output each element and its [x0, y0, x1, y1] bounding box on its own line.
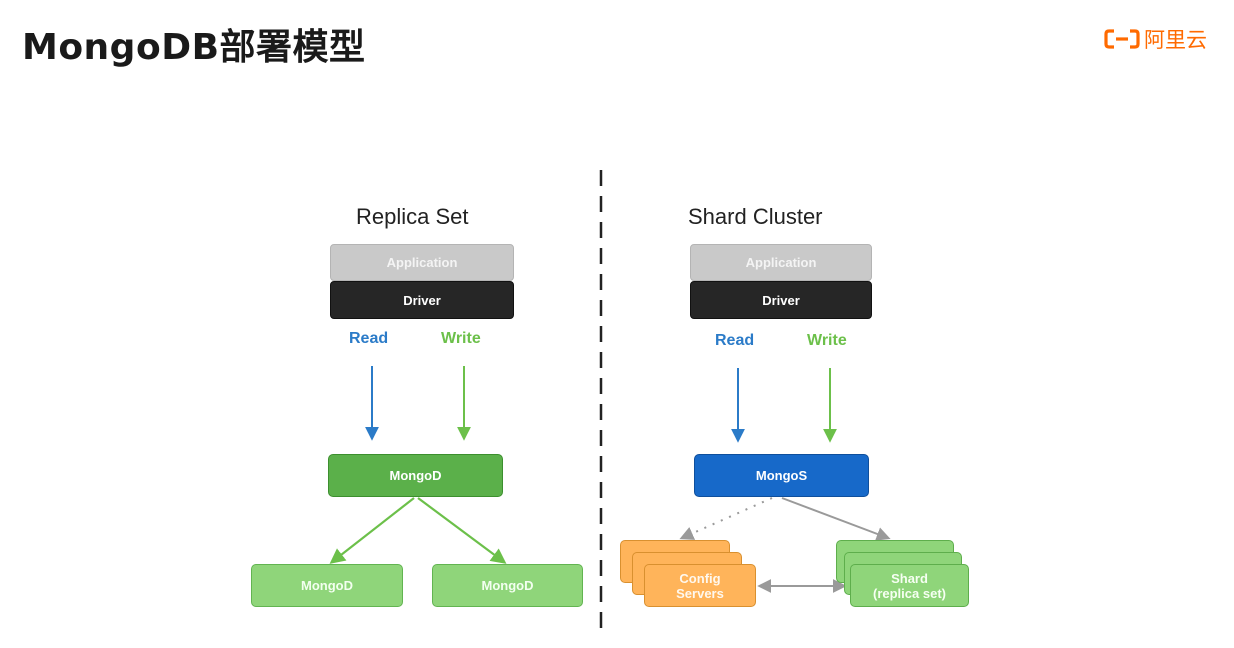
rs-read-label: Read: [349, 330, 389, 347]
rs-write-label: Write: [441, 330, 481, 347]
rs-replication-arrow-right: [417, 497, 507, 564]
shard-replica-set-box: Shard (replica set): [850, 564, 969, 607]
rs-secondary-mongod-2: MongoD: [432, 564, 583, 607]
aliyun-logo-icon: [1104, 29, 1140, 49]
replica-set-title: Replica Set: [356, 204, 469, 229]
sc-mongos-router: MongoS: [694, 454, 869, 497]
config-servers-label: Config Servers: [676, 570, 724, 601]
shard-cluster-title: Shard Cluster: [688, 204, 823, 229]
logo-text: 阿里云: [1144, 28, 1207, 52]
sc-read-label: Read: [715, 332, 755, 349]
sc-application-box: Application: [690, 244, 872, 281]
page-title: MongoDB部署模型: [22, 27, 366, 68]
sc-driver-box: Driver: [690, 281, 872, 319]
shard-label: Shard: [891, 570, 928, 586]
rs-primary-mongod: MongoD: [328, 454, 503, 497]
sc-config-dotted-arrow: [679, 497, 773, 540]
rs-secondary-mongod-1: MongoD: [251, 564, 403, 607]
sc-write-label: Write: [807, 332, 847, 349]
rs-application-box: Application: [330, 244, 514, 281]
aliyun-logo: 阿里云: [1104, 26, 1207, 52]
shard-sublabel: (replica set): [873, 585, 946, 601]
rs-driver-box: Driver: [330, 281, 514, 319]
rs-replication-arrow-left: [329, 497, 415, 564]
config-servers-box: Config Servers: [644, 564, 756, 607]
sc-shard-arrow: [781, 497, 891, 541]
